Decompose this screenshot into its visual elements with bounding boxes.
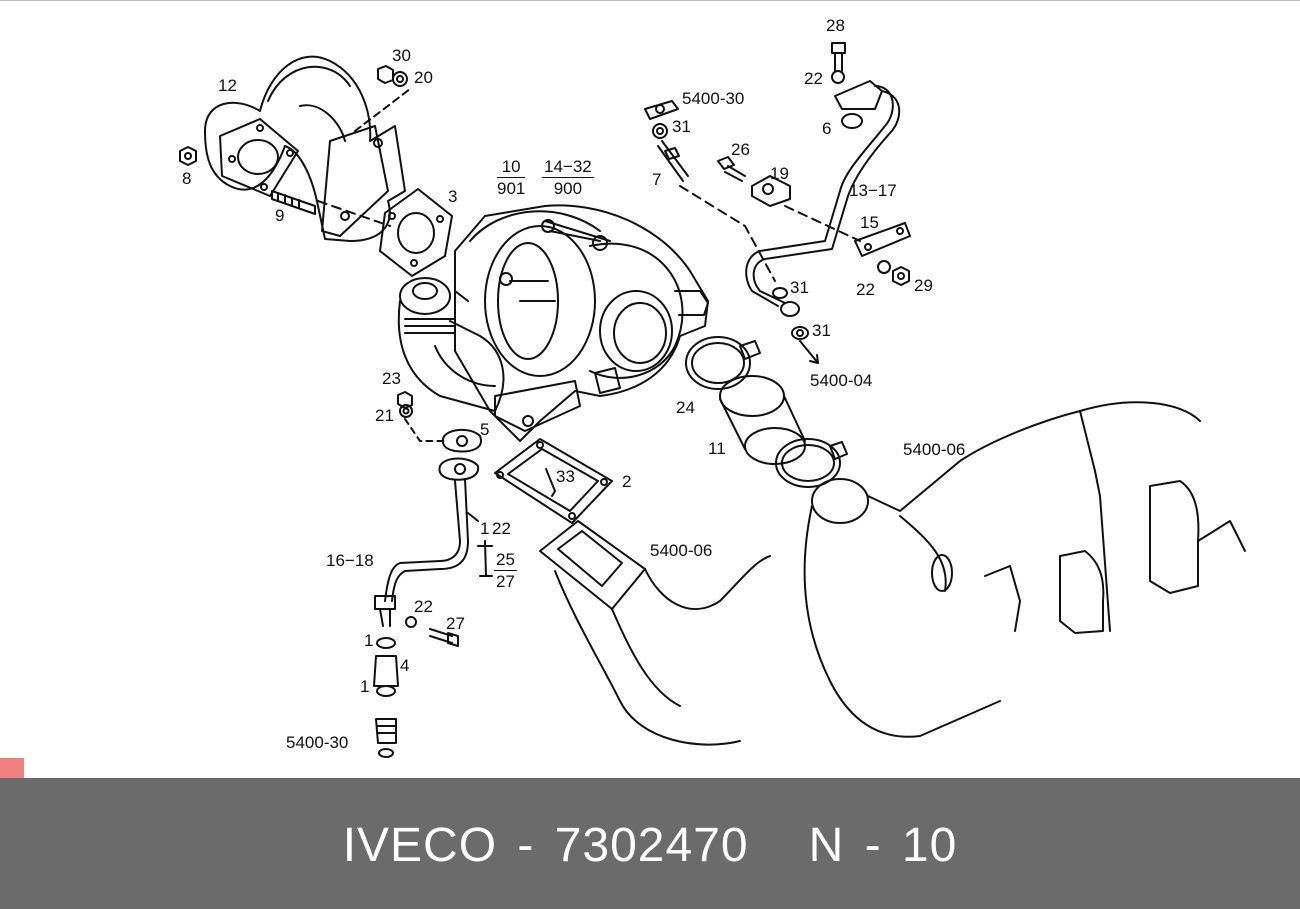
callout-31-a: 31	[672, 117, 691, 136]
fraction-numerator: 14−32	[542, 157, 594, 178]
callout-19: 19	[770, 164, 789, 183]
callout-4: 4	[400, 656, 410, 675]
corner-marker	[0, 758, 24, 778]
fraction-numerator: 25	[494, 550, 517, 571]
gasket-2	[494, 438, 613, 524]
callout-23: 23	[382, 369, 401, 388]
callout-31-c: 31	[812, 321, 831, 340]
callout-28: 28	[826, 16, 845, 35]
bolt-27	[429, 628, 459, 647]
gasket-3	[379, 188, 453, 277]
oil-fittings-stack	[373, 637, 399, 758]
callout-29: 29	[914, 276, 933, 295]
nut-29	[892, 266, 910, 286]
callout-5: 5	[480, 420, 490, 439]
callout-12: 12	[218, 76, 237, 95]
clamp-24	[685, 336, 761, 390]
callout-26: 26	[731, 140, 750, 159]
callout-22-b: 22	[856, 280, 875, 299]
washer-22-lower	[405, 616, 417, 628]
callout-20: 20	[414, 68, 433, 87]
callout-22-a: 22	[804, 69, 823, 88]
nut-8	[179, 146, 197, 166]
callout-5400-06-right: 5400-06	[903, 440, 966, 459]
fraction-denominator: 27	[496, 572, 515, 591]
callout-33: 33	[556, 467, 575, 486]
callout-24: 24	[676, 398, 695, 417]
bolt-26	[717, 156, 746, 182]
callout-22-d: 22	[414, 597, 433, 616]
callout-1-b: 1	[364, 631, 374, 650]
callout-fraction-14-32-900: 14−32 900	[542, 157, 594, 198]
callout-27: 27	[446, 614, 465, 633]
intake-manifold	[803, 401, 1246, 738]
nut-washer-23-21	[397, 391, 413, 418]
callout-15: 15	[860, 213, 879, 232]
callout-5400-04: 5400-04	[810, 371, 873, 390]
callout-8: 8	[182, 169, 192, 188]
callout-fraction-25-27: 25 27	[494, 550, 517, 591]
fraction-denominator: 900	[553, 179, 583, 198]
callout-fraction-10-901: 10 901	[497, 157, 526, 198]
clamp-intake	[775, 438, 848, 488]
line-art-drawing	[179, 42, 1246, 758]
stud-33	[545, 468, 556, 497]
callout-1-c: 1	[360, 677, 370, 696]
callout-5400-30-bottom: 5400-30	[286, 733, 349, 752]
wastegate-elbow	[397, 277, 505, 412]
callout-31-b: 31	[790, 278, 809, 297]
fraction-numerator: 10	[497, 157, 526, 178]
footer-caption: IVECO - 7302470 N - 10	[0, 818, 1300, 874]
callout-11: 11	[708, 439, 726, 458]
callout-30: 30	[392, 46, 411, 65]
fraction-denominator: 901	[497, 179, 526, 198]
callout-22-c: 22	[492, 519, 511, 538]
callout-21: 21	[375, 406, 394, 425]
oil-feed-pipe	[745, 80, 901, 317]
sleeve-11	[719, 375, 806, 465]
exploded-parts-diagram: 12 30 20 8 9 3 5400-30 31 7 26 19 28 22 …	[0, 0, 1300, 758]
bolt-28	[831, 42, 846, 72]
nut-washer-30-20	[377, 65, 408, 87]
stud-9	[271, 190, 316, 215]
callout-3: 3	[448, 187, 458, 206]
callout-6: 6	[822, 119, 832, 138]
callout-5400-06-mid: 5400-06	[650, 541, 713, 560]
banjo-5400-30	[644, 100, 679, 120]
part-number-label: IVECO - 7302470	[342, 819, 749, 872]
callout-13-17: 13−17	[849, 181, 897, 200]
callout-1-a: 1	[480, 519, 490, 538]
washer-22-right	[877, 260, 891, 274]
gasket-5	[441, 428, 482, 453]
oil-return-pipe	[374, 457, 480, 627]
washer-22-top	[831, 70, 845, 84]
fitting-7	[652, 123, 689, 182]
washer-31-pair	[772, 287, 809, 340]
callout-16-18: 16−18	[326, 551, 374, 570]
footer-bar: IVECO - 7302470 N - 10	[0, 778, 1300, 909]
page-label: N - 10	[808, 819, 958, 872]
clip-19	[751, 175, 791, 207]
callout-5400-30-top: 5400-30	[682, 89, 745, 108]
turbocharger-part	[454, 204, 709, 442]
callout-7: 7	[652, 170, 662, 189]
callout-2: 2	[622, 472, 632, 491]
exhaust-outlet-pipe	[539, 520, 771, 746]
bracket-15	[854, 222, 911, 257]
callout-9: 9	[275, 206, 285, 225]
